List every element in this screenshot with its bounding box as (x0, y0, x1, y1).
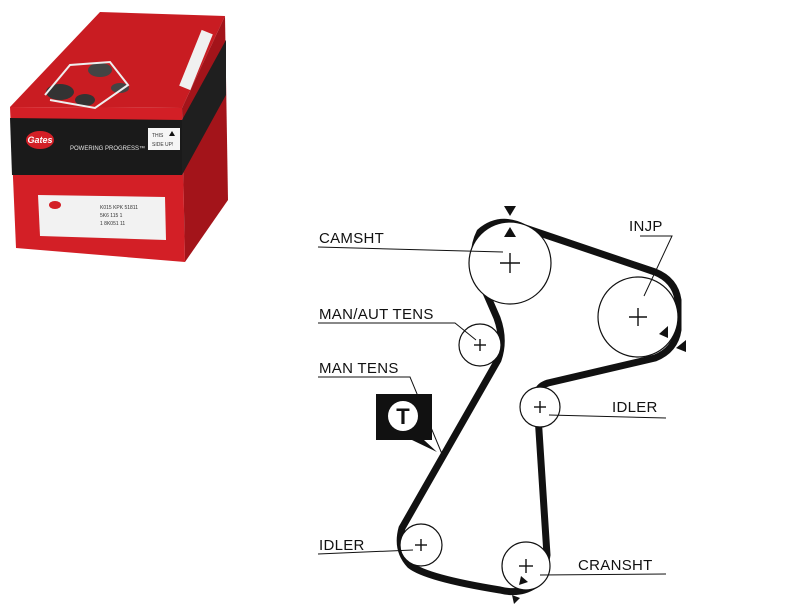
box-pulley-illustration (46, 84, 74, 100)
camshaft-pulley (468, 221, 552, 305)
camshaft-timing-mark-outer (504, 206, 516, 216)
label-injection-pump: INJP (629, 218, 663, 235)
camshaft-timing-mark-inner (504, 227, 516, 237)
injp-leader (640, 235, 673, 297)
timing-belt (396, 218, 682, 596)
box-pulley-illustration (75, 94, 95, 106)
product-box: Gates POWERING PROGRESS™ THIS SIDE UP! K… (10, 12, 228, 262)
crank-timing-mark-inner (519, 576, 528, 585)
box-black-band (10, 118, 182, 175)
box-label-line3: 1 8K051 11 (100, 221, 125, 227)
box-side-band (182, 40, 226, 175)
man-aut-tens-leader (318, 322, 477, 341)
label-logo-icon (49, 201, 61, 209)
cranksht-leader (539, 573, 667, 576)
orientation-line2: SIDE UP! (152, 142, 173, 148)
tensioner-badge-circle (388, 401, 418, 431)
tensioner-badge-letter: T (396, 404, 410, 429)
label-idler-left: IDLER (319, 537, 365, 554)
label-idler-right: IDLER (612, 399, 658, 416)
box-label-line1: K015 KPK 51811 (100, 205, 138, 211)
box-pulley-illustration (88, 63, 112, 77)
label-camshaft: CAMSHT (319, 230, 384, 247)
man-aut-tensioner-pulley (458, 323, 502, 367)
up-arrow-icon (169, 131, 175, 136)
label-crankshaft: CRANSHT (578, 557, 653, 574)
box-belt-illustration (44, 60, 130, 110)
label-man-tensioner: MAN TENS (319, 360, 399, 377)
box-slogan: POWERING PROGRESS™ (70, 145, 145, 152)
camshaft-leader (317, 246, 504, 253)
tensioner-badge: T (376, 394, 437, 452)
idler-right-pulley (519, 386, 561, 428)
label-man-aut-tensioner: MAN/AUT TENS (319, 306, 434, 323)
orientation-line1: THIS (152, 133, 164, 139)
box-top-face (10, 12, 225, 108)
crank-timing-mark-outer (512, 595, 520, 604)
injp-timing-mark-outer (676, 340, 686, 352)
box-label-line2: 5K6 115 1 (100, 213, 123, 219)
crankshaft-pulley (501, 541, 551, 591)
side-logo-strip (179, 29, 213, 91)
injp-timing-mark-inner (659, 326, 668, 338)
injection-pump-pulley (597, 276, 679, 358)
idler-right-leader (548, 414, 667, 419)
box-brand-text: Gates (27, 135, 52, 145)
box-pulley-illustration (111, 83, 129, 93)
idler-left-pulley (399, 523, 443, 567)
belt-diagram: T CAMSHT INJP MAN/AUT TENS MAN TENS IDLE… (317, 206, 686, 604)
gates-logo (26, 131, 54, 149)
box-white-label (38, 195, 166, 240)
idler-left-leader (317, 549, 414, 555)
